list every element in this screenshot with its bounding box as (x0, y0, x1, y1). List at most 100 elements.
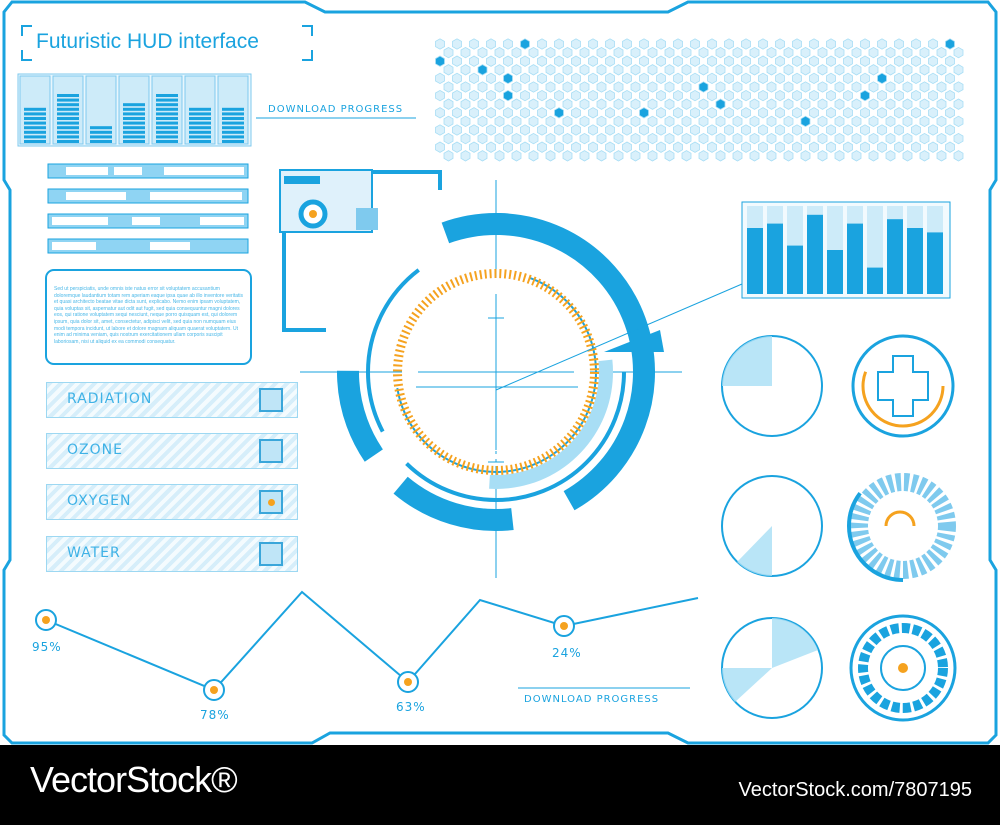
hex-cell (851, 150, 862, 162)
hex-cell (452, 38, 462, 50)
hex-cell (775, 72, 785, 85)
hex-cell (902, 81, 913, 93)
status-radiation[interactable]: RADIATION (46, 382, 298, 418)
status-label: OXYGEN (67, 493, 132, 509)
status-oxygen[interactable]: OXYGEN (46, 484, 298, 520)
eq-segment (123, 130, 145, 134)
hex-cell (698, 46, 709, 59)
hex-cell (435, 107, 445, 119)
hex-cell (630, 132, 641, 145)
hex-cell (435, 89, 445, 102)
hex-cell (630, 81, 641, 93)
hex-cell (724, 55, 734, 67)
status-ozone[interactable]: OZONE (46, 433, 298, 469)
bar (807, 214, 823, 294)
hex-cell (885, 132, 896, 145)
eq-segment (57, 107, 79, 111)
hex-cell (783, 150, 794, 162)
hex-cell (630, 98, 641, 110)
hex-cell (554, 38, 564, 50)
hex-cell (894, 55, 904, 67)
hex-cell (894, 89, 904, 102)
hex-cell (698, 81, 709, 93)
hex-cell (588, 124, 598, 136)
hex-cell (588, 55, 598, 67)
hex-cell (562, 46, 573, 59)
hex-cell (656, 38, 666, 50)
hex-cell (511, 132, 522, 145)
hex-cell (486, 141, 496, 153)
hex-cell (622, 124, 632, 136)
hex-cell (732, 46, 743, 59)
line-label-2: 78% (200, 708, 230, 722)
hex-cell (953, 81, 964, 93)
hex-cell (486, 38, 496, 50)
hex-cell (664, 115, 675, 128)
hex-cell (945, 89, 955, 102)
hex-cell (953, 115, 964, 128)
hex-cell (749, 98, 760, 110)
status-checkbox[interactable] (259, 490, 283, 514)
hex-cell (605, 107, 615, 119)
hex-cell (528, 64, 539, 76)
hex-cell (545, 115, 556, 128)
hex-cell (868, 132, 879, 145)
status-checkbox[interactable] (259, 439, 283, 463)
hex-cell (817, 132, 828, 145)
hex-cell (741, 141, 751, 153)
hex-cell (469, 107, 479, 119)
eq-segment (57, 135, 79, 139)
eq-segment (156, 98, 178, 102)
eq-segment (24, 121, 46, 125)
status-label: RADIATION (67, 391, 153, 407)
hex-cell (809, 124, 819, 136)
hex-cell (834, 81, 845, 93)
hex-cell (749, 46, 760, 59)
status-checkbox[interactable] (259, 388, 283, 412)
hex-cell (860, 38, 870, 50)
hex-cell (775, 55, 785, 67)
eq-segment (57, 112, 79, 116)
hex-cell (622, 89, 632, 102)
eq-segment (189, 130, 211, 134)
hex-cell (639, 72, 649, 85)
hex-cell (809, 107, 819, 119)
hex-cell (579, 132, 590, 145)
hex-cell (494, 81, 505, 93)
hex-cell (894, 38, 904, 50)
bar (767, 223, 783, 294)
hex-cell (639, 89, 649, 102)
eq-segment (222, 112, 244, 116)
hex-cell (622, 38, 632, 50)
hex-cell (936, 115, 947, 128)
hex-cell (741, 72, 751, 85)
hex-cell (630, 46, 641, 59)
hex-cell (902, 64, 913, 76)
segment-bars (47, 163, 249, 254)
hex-cell (936, 81, 947, 93)
hex-cell (469, 89, 479, 102)
hex-cell (860, 141, 870, 153)
hex-cell (443, 132, 454, 145)
hex-cell (511, 46, 522, 59)
hex-cell (945, 107, 955, 119)
status-checkbox[interactable] (259, 542, 283, 566)
hex-cell (528, 46, 539, 59)
hex-cell (945, 124, 955, 136)
hex-cell (851, 132, 862, 145)
eq-segment (24, 107, 46, 111)
eq-segment (189, 112, 211, 116)
hex-cell (460, 98, 471, 110)
hex-cell (571, 38, 581, 50)
hex-cell (528, 132, 539, 145)
eq-segment (24, 126, 46, 130)
hex-cell (741, 124, 751, 136)
hex-cell (766, 64, 777, 76)
hex-cell (647, 64, 658, 76)
hex-cell (707, 124, 717, 136)
eq-segment (222, 107, 244, 111)
hex-cell (435, 55, 445, 67)
status-water[interactable]: WATER (46, 536, 298, 572)
hex-cell (775, 38, 785, 50)
hex-cell (928, 38, 938, 50)
